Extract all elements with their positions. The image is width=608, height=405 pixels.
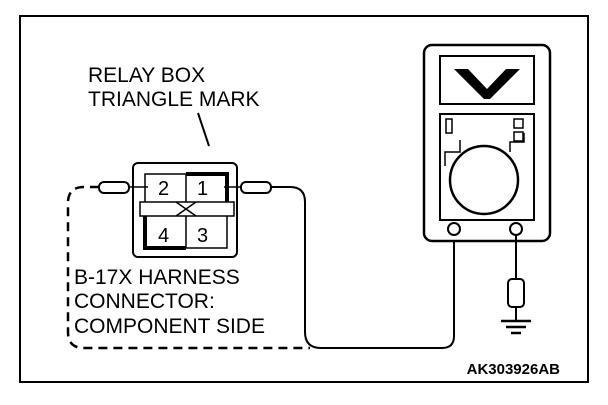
- left-probe-tip: [98, 181, 130, 194]
- ground-lead-clip: [507, 278, 525, 308]
- connector-x-stroke-b: [175, 201, 197, 217]
- right-probe-tip: [240, 181, 272, 194]
- multimeter: [422, 43, 552, 243]
- left-probe-dashed-wire: [66, 185, 310, 350]
- meter-jack-common: [447, 222, 461, 236]
- relay-box-label-line1: RELAY BOX: [88, 64, 205, 87]
- harness-connector: 2 1 4 3: [132, 162, 238, 258]
- voltage-symbol-v: [454, 69, 520, 99]
- harness-label-line1: B-17X HARNESS: [74, 266, 240, 289]
- harness-label-mask: [71, 262, 303, 340]
- figure-code: AK303926AB: [467, 361, 561, 378]
- ground-lead: [501, 234, 531, 335]
- meter-jack-volt: [509, 222, 523, 236]
- triangle-mark-leader-line: [197, 112, 210, 147]
- pin-label-1: 1: [197, 178, 208, 200]
- range-selector-marks: [444, 133, 525, 166]
- range-selector-dial: [448, 144, 520, 216]
- figure-frame: [19, 15, 589, 383]
- meter-indicator-left: [445, 118, 453, 134]
- pin-label-3: 3: [197, 225, 208, 247]
- right-probe: [224, 181, 455, 349]
- left-probe: [66, 181, 310, 350]
- meter-indicator-right-bottom: [513, 131, 524, 142]
- harness-label-line2: CONNECTOR:: [74, 290, 215, 313]
- right-probe-solid-wire: [271, 186, 455, 349]
- relay-box-label-line2: TRIANGLE MARK: [88, 88, 260, 111]
- pin-label-2: 2: [158, 178, 169, 200]
- pin-4-highlight: [143, 216, 186, 250]
- pin-label-4: 4: [158, 225, 169, 247]
- meter-indicator-right-top: [513, 118, 524, 129]
- pin-1-highlight: [186, 172, 229, 202]
- harness-label-line3: COMPONENT SIDE: [74, 315, 265, 338]
